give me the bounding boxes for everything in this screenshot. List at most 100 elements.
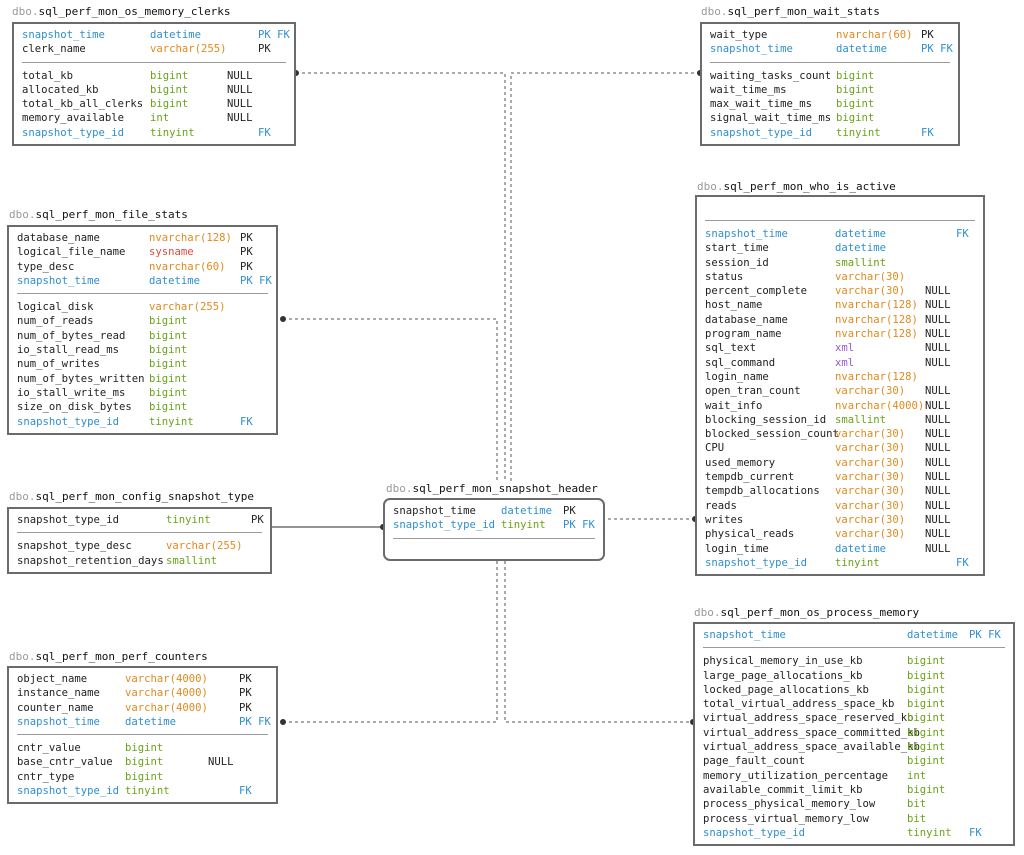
column-name: snapshot_type_id — [710, 126, 813, 139]
column-name: login_time — [705, 542, 769, 555]
column-type: bigint — [149, 329, 188, 342]
key-separator — [703, 647, 1005, 649]
column-name: used_memory — [705, 456, 776, 469]
column-key-flag: PK — [921, 29, 934, 41]
column-name: snapshot_type_id — [705, 556, 808, 569]
column-name: snapshot_time — [393, 505, 476, 517]
column-type: nvarchar(60) — [149, 260, 226, 273]
column-type: bigint — [907, 683, 946, 696]
column-name: total_virtual_address_space_kb — [703, 698, 895, 711]
column-name: clerk_name — [22, 43, 86, 56]
column-type: smallint — [166, 554, 218, 567]
column-name: blocking_session_id — [705, 413, 827, 426]
table-schema: dbo. — [12, 5, 39, 18]
column-nullable: NULL — [227, 69, 253, 82]
column-name: snapshot_time — [17, 715, 100, 728]
column-type: varchar(30) — [835, 270, 906, 283]
column-type: bigint — [836, 112, 875, 125]
column-type: bigint — [149, 401, 188, 414]
column-nullable: NULL — [925, 299, 951, 312]
column-type: varchar(30) — [835, 456, 906, 469]
column-type: datetime — [836, 43, 888, 56]
column-type: varchar(4000) — [125, 687, 208, 700]
column-nullable: NULL — [208, 756, 234, 769]
column-nullable: NULL — [925, 428, 951, 441]
column-name: snapshot_retention_days — [17, 554, 164, 567]
column-name: snapshot_type_id — [22, 126, 125, 139]
table-name: sql_perf_mon_config_snapshot_type — [35, 490, 255, 503]
column-type: bigint — [907, 741, 946, 754]
column-name: allocated_kb — [22, 83, 99, 96]
column-nullable: NULL — [925, 542, 951, 555]
column-type: nvarchar(128) — [835, 328, 918, 341]
column-name: memory_utilization_percentage — [703, 769, 888, 782]
column-name: logical_file_name — [17, 246, 126, 259]
column-key-flag: PK — [239, 701, 252, 714]
column-nullable: NULL — [925, 285, 951, 298]
column-nullable: NULL — [925, 413, 951, 426]
column-name: num_of_reads — [17, 315, 94, 328]
column-key-flag: FK — [969, 826, 982, 839]
column-type: bigint — [907, 655, 946, 668]
table-title: dbo.sql_perf_mon_perf_counters — [9, 650, 208, 663]
column-type: bit — [907, 812, 927, 825]
column-key-flag: PK — [240, 260, 253, 273]
column-name: io_stall_read_ms — [17, 344, 120, 357]
table-title: dbo.sql_perf_mon_snapshot_header — [386, 482, 598, 495]
link-file-stats — [283, 318, 498, 482]
column-nullable: NULL — [925, 313, 951, 326]
column-name: snapshot_type_id — [703, 826, 806, 839]
column-type: tinyint — [836, 126, 881, 139]
column-type: int — [907, 769, 927, 782]
column-nullable: NULL — [925, 456, 951, 469]
column-key-flag: PK FK — [258, 29, 290, 41]
column-name: login_name — [705, 370, 769, 383]
column-type: datetime — [125, 715, 177, 728]
column-nullable: NULL — [925, 385, 951, 398]
column-type: varchar(30) — [835, 513, 906, 526]
column-name: percent_complete — [705, 285, 808, 298]
column-type: bigint — [150, 69, 189, 82]
column-key-flag: PK — [251, 514, 264, 526]
column-name: logical_disk — [17, 301, 94, 314]
column-nullable: NULL — [925, 399, 951, 412]
table-name: sql_perf_mon_os_memory_clerks — [38, 5, 231, 18]
column-type: nvarchar(4000) — [835, 399, 925, 412]
column-key-flag: FK — [921, 126, 934, 139]
column-name: tempdb_current — [705, 471, 795, 484]
column-key-flag: PK FK — [921, 43, 953, 56]
column-name: reads — [705, 499, 737, 512]
column-type: bigint — [907, 783, 946, 796]
column-name: physical_reads — [705, 528, 795, 541]
